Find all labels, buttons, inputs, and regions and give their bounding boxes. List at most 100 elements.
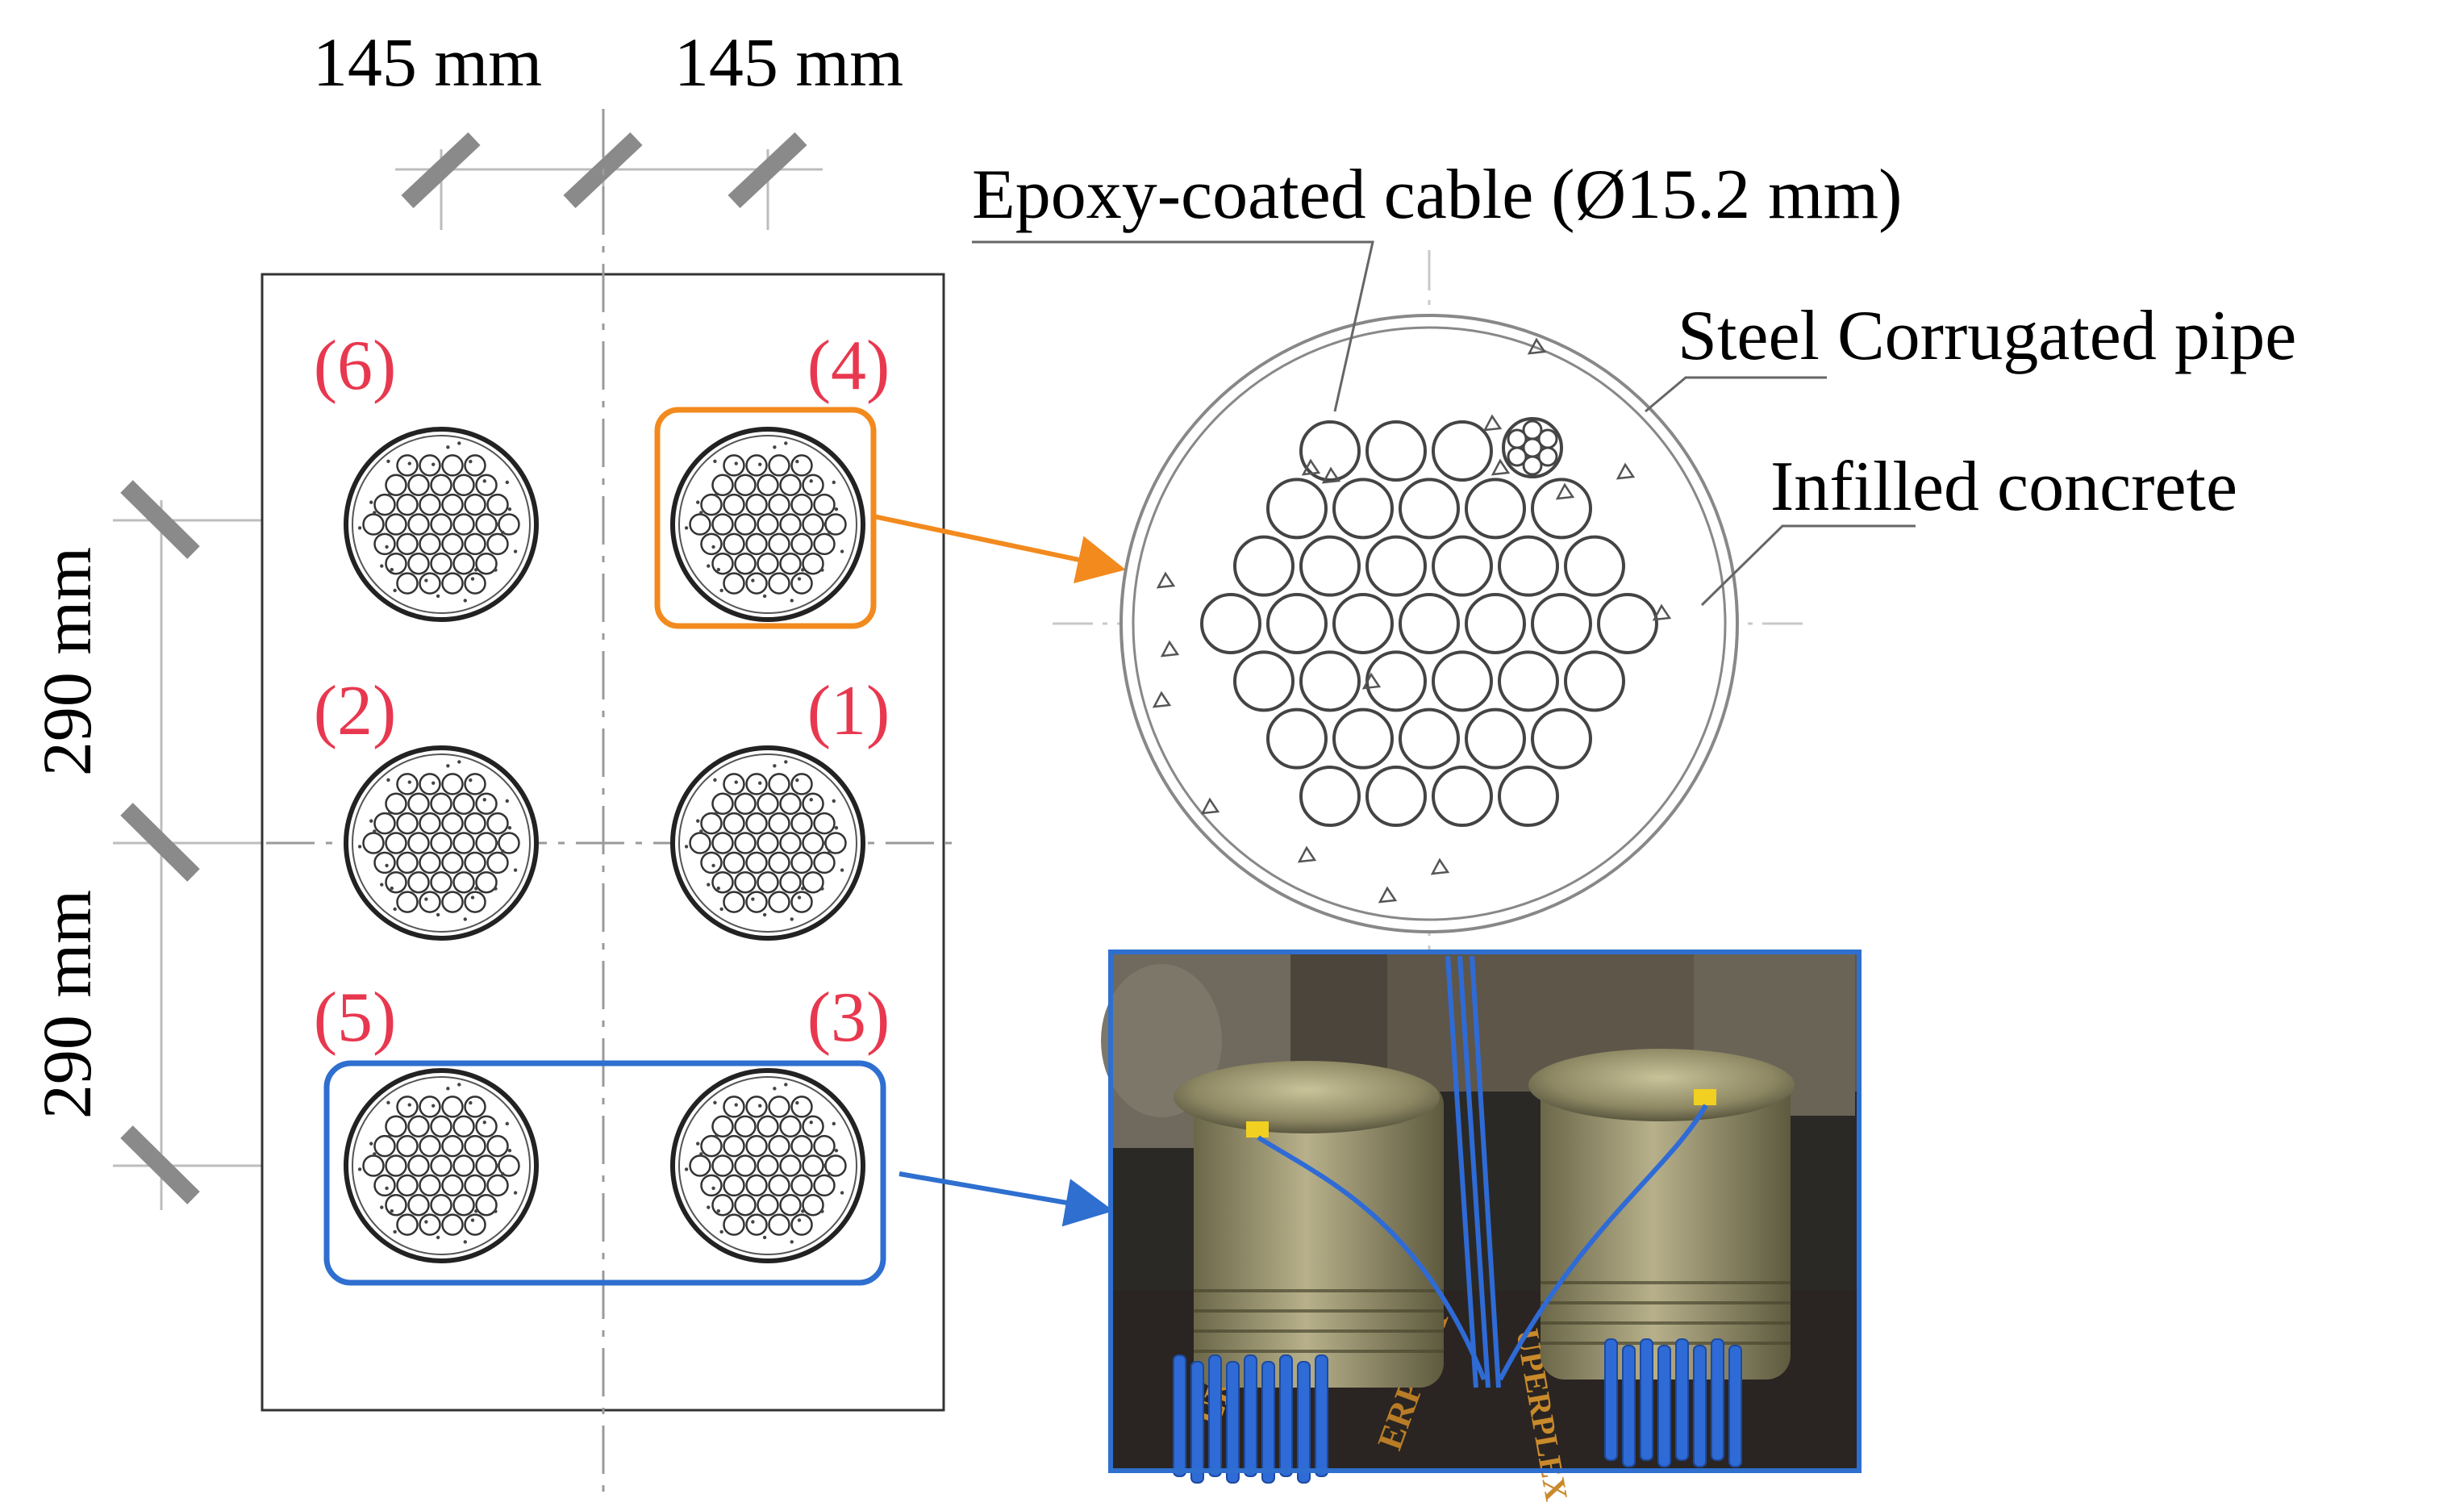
duct-strand	[768, 572, 790, 595]
duct-strand	[441, 1213, 464, 1236]
duct-aggregate	[386, 459, 390, 464]
duct-aggregate	[474, 1209, 478, 1213]
duct-aggregate	[507, 825, 512, 830]
detail-cable	[1432, 535, 1493, 597]
duct-aggregate	[469, 1100, 473, 1105]
detail-cable	[1432, 419, 1493, 482]
duct-strand	[441, 891, 464, 913]
duct-strand	[396, 532, 419, 556]
duct-strand	[475, 513, 498, 536]
duct-strand	[734, 832, 757, 854]
duct-strand	[711, 870, 734, 894]
duct-strand	[768, 493, 790, 516]
duct-strand	[723, 851, 745, 874]
duct-aggregate	[494, 1209, 498, 1213]
duct-strand	[711, 1154, 734, 1177]
duct-strand	[396, 572, 419, 595]
duct-strand	[790, 1174, 813, 1197]
detail-cable	[1399, 707, 1460, 770]
duct-strand	[745, 1134, 768, 1158]
duct-strand	[790, 1096, 813, 1118]
duct-strand	[441, 1134, 464, 1158]
photo-border	[1108, 950, 1862, 1473]
duct-strand	[475, 870, 498, 894]
duct-strand	[723, 532, 745, 556]
duct-strand	[475, 1193, 498, 1217]
duct-aggregate	[432, 781, 436, 785]
duct-aggregate	[357, 845, 362, 849]
duct-strand	[407, 552, 430, 575]
duct-strand	[802, 1154, 824, 1177]
detail-cable	[1465, 478, 1526, 540]
duct-strand	[464, 1096, 486, 1118]
duct-aggregate	[820, 568, 824, 572]
duct-aggregate	[373, 511, 377, 515]
photo-strand	[1711, 1338, 1724, 1461]
duct-aggregate	[432, 462, 436, 466]
photo-strand	[1640, 1338, 1653, 1461]
duct-aggregate	[716, 886, 721, 891]
duct-strand	[700, 493, 723, 516]
duct-strand	[452, 832, 475, 854]
duct-aggregate	[751, 897, 755, 901]
duct-aggregate	[494, 887, 498, 891]
duct-aggregate	[386, 1100, 390, 1105]
seven-wire-strand-icon	[1502, 417, 1563, 478]
duct-aggregate	[714, 492, 719, 497]
duct-strand	[385, 870, 407, 894]
duct-strand	[475, 832, 498, 854]
duct-strand	[464, 1174, 486, 1197]
detail-cable	[1299, 419, 1361, 482]
photo-strand	[1693, 1345, 1707, 1467]
duct-strand	[396, 1096, 419, 1118]
duct-strand	[802, 513, 824, 536]
detail-cables	[1200, 419, 1658, 828]
duct-aggregate	[713, 778, 717, 783]
duct-strand	[779, 513, 802, 536]
duct-strand	[419, 851, 441, 874]
duct-strand	[802, 832, 824, 854]
duct-aggregate	[501, 849, 505, 854]
aggregate-mark	[1652, 603, 1672, 621]
detail-cable	[1498, 535, 1559, 597]
detail-cable	[1233, 535, 1295, 597]
duct-strand	[441, 572, 464, 595]
duct-strand	[790, 572, 813, 595]
dimension-label-h2: 145 mm	[674, 23, 903, 101]
duct-strand	[723, 891, 745, 913]
duct-strand	[790, 1134, 813, 1158]
aggregate-mark	[1616, 462, 1636, 480]
detail-cable	[1299, 766, 1361, 828]
detail-cable	[1332, 593, 1394, 654]
duct-strand	[486, 532, 509, 556]
duct-strand	[790, 1213, 813, 1236]
duct-aggregate	[393, 588, 397, 593]
duct-3	[670, 1068, 865, 1263]
duct-strand	[689, 513, 711, 536]
duct-strand	[373, 1174, 396, 1197]
duct-strand	[779, 832, 802, 854]
duct-strand	[441, 812, 464, 835]
duct-aggregate	[696, 1142, 700, 1146]
duct-aggregate	[834, 825, 839, 830]
duct-aggregate	[713, 1100, 717, 1105]
duct-aggregate	[513, 549, 518, 553]
duct-strand	[362, 1154, 385, 1177]
duct-strand	[757, 1193, 779, 1217]
duct-aggregate	[734, 1103, 738, 1107]
duct-aggregate	[505, 1121, 510, 1126]
duct-strand	[723, 812, 745, 835]
duct-aggregate	[390, 567, 394, 572]
detail-cable	[1365, 766, 1427, 828]
duct-strand	[768, 851, 790, 874]
duct-strand	[441, 532, 464, 556]
duct-aggregate	[734, 780, 738, 784]
duct-aggregate	[832, 480, 836, 485]
duct-strand	[734, 474, 757, 497]
duct-aggregate	[713, 459, 717, 464]
duct-strand	[757, 474, 779, 497]
duct-aggregate	[696, 500, 700, 504]
duct-aggregate	[719, 1229, 723, 1234]
duct-label-5: (5)	[314, 979, 397, 1057]
dimension-tick	[401, 131, 481, 209]
